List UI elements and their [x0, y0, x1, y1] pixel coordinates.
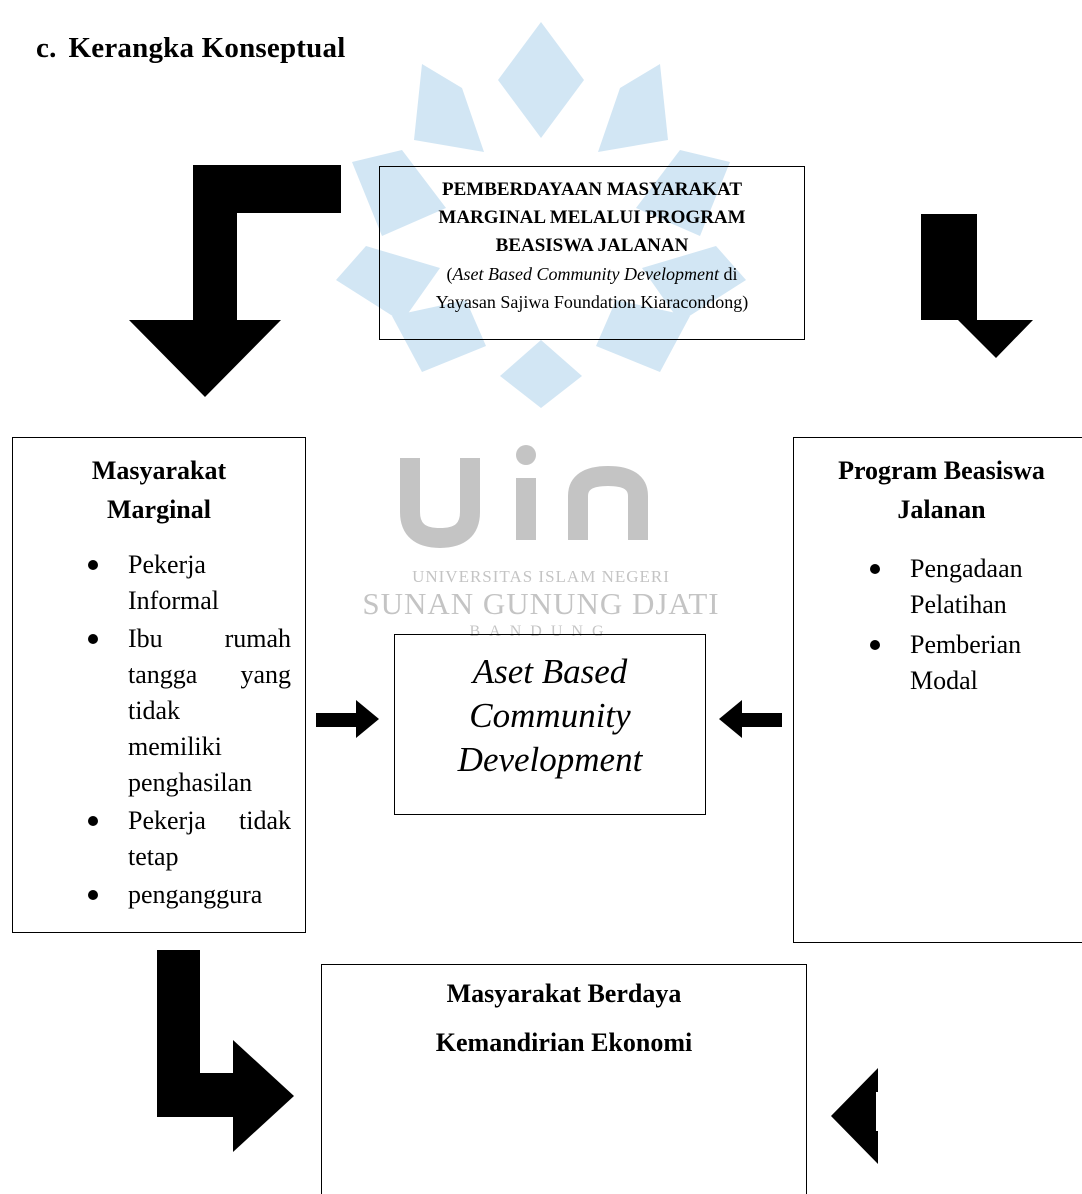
bullet-icon	[88, 816, 98, 826]
arrow-top-to-left-icon	[129, 165, 341, 397]
bullet-icon	[88, 890, 98, 900]
star-logo-petals	[336, 22, 746, 408]
arrow-left-to-center-icon	[316, 700, 379, 738]
section-heading: c. Kerangka Konseptual	[36, 32, 345, 65]
list-item: Pekerja tidak tetap	[88, 803, 291, 875]
economic-independence-label: Kemandirian Ekonomi	[435, 1028, 693, 1057]
section-title: Kerangka Konseptual	[68, 32, 346, 64]
bullet-icon	[88, 634, 98, 644]
watermark-line3: BANDUNG	[470, 623, 613, 640]
bullet-icon	[88, 560, 98, 570]
arrow-bottom-to-right-icon	[831, 1068, 878, 1164]
main-topic-subtitle-line-2: Yayasan Sajiwa Foundation Kiaracondong)	[435, 292, 749, 312]
abcd-line-2: Community	[469, 696, 631, 735]
main-topic-subtitle: (Aset Based Community Development di	[446, 264, 738, 284]
main-topic-line-1: PEMBERDAYAAN MASYARAKAT	[442, 179, 742, 200]
empowered-community-box: Masyarakat Berdaya Kemandirian Ekonomi	[321, 964, 807, 1194]
main-topic-box: PEMBERDAYAAN MASYARAKAT MARGINAL MELALUI…	[379, 166, 805, 340]
abcd-line-3: Development	[457, 740, 643, 779]
arrow-left-to-bottom-icon	[157, 950, 294, 1152]
main-topic-line-3: BEASISWA JALANAN	[495, 235, 689, 256]
bullet-icon	[870, 640, 880, 650]
bullet-icon	[870, 564, 880, 574]
list-item: penganggura	[88, 877, 291, 913]
arrow-top-to-right-icon	[876, 160, 1033, 358]
empowered-community-title: Masyarakat Berdaya	[446, 979, 682, 1008]
list-item: Ibu rumah tangga yang tidak memiliki pen…	[88, 621, 291, 801]
watermark-line2: SUNAN GUNUNG DJATI	[362, 586, 719, 621]
main-topic-subtitle-italic: Aset Based Community Development	[452, 264, 719, 284]
arrow-right-to-center-icon	[719, 700, 782, 738]
uin-logo-letters	[400, 458, 648, 549]
main-topic-line-2: MARGINAL MELALUI PROGRAM	[438, 207, 746, 228]
watermark-line1: UNIVERSITAS ISLAM NEGERI	[412, 567, 670, 586]
abcd-line-1: Aset Based	[472, 652, 628, 691]
section-letter: c.	[36, 32, 57, 64]
abcd-method-box: Aset Based Community Development	[394, 634, 706, 815]
